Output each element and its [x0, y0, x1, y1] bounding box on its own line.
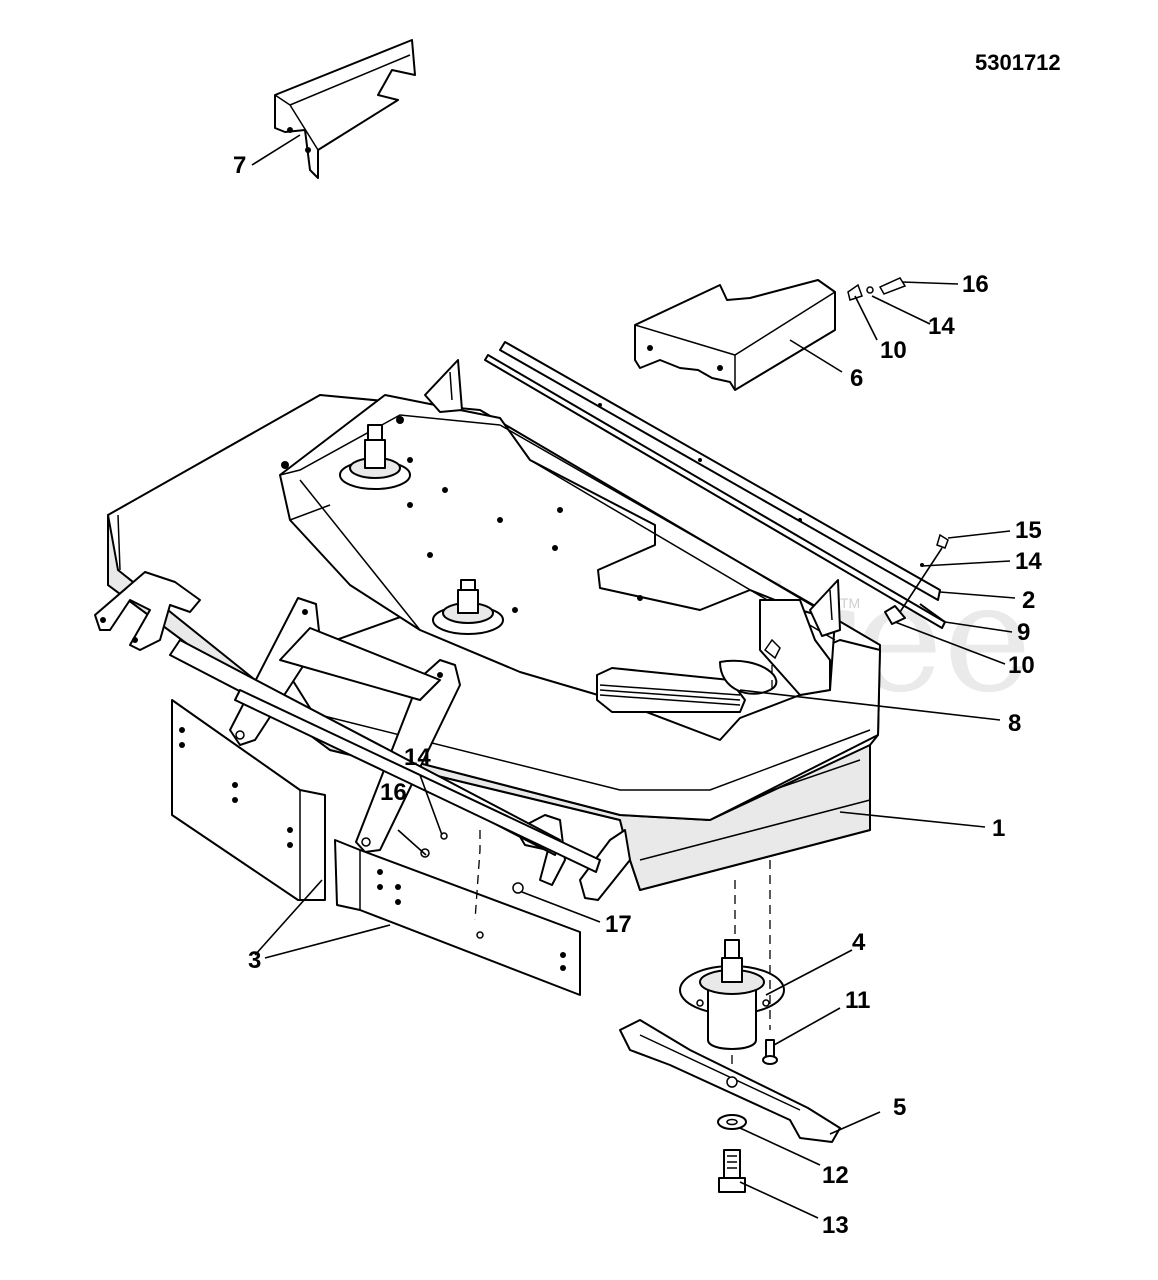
deck-lower-spindle-pulley [432, 579, 504, 635]
part-4-spindle-assembly[interactable] [679, 939, 785, 1050]
callout-13: 13 [822, 1212, 849, 1239]
callout-labels: 7 16 14 10 6 15 14 2 9 10 8 1 14 16 17 3… [233, 152, 1042, 1239]
part-5-mower-blade[interactable] [619, 1019, 841, 1143]
part-3-front-baffle-left[interactable] [171, 699, 326, 901]
watermark-tm: TM [840, 595, 860, 611]
callout-9: 9 [1017, 619, 1030, 646]
callout-leader-lines [251, 134, 1016, 1219]
callout-11: 11 [845, 987, 870, 1014]
part-12-blade-washer[interactable] [717, 1114, 747, 1130]
part-7-belt-shield-bracket[interactable] [274, 39, 416, 179]
callout-16-top: 16 [962, 271, 989, 298]
callout-12: 12 [822, 1162, 849, 1189]
deck-hardware-near-belt-guide [763, 638, 781, 690]
deck-left-hanger-bracket [94, 571, 201, 651]
callout-3: 3 [248, 947, 261, 974]
callout-14-top: 14 [928, 313, 955, 340]
callout-16-left: 16 [380, 779, 407, 806]
callout-14-left: 14 [404, 744, 431, 771]
part-2-baffle-bar[interactable] [484, 341, 946, 629]
callout-10-right: 10 [1008, 652, 1035, 679]
callout-8: 8 [1008, 710, 1021, 737]
callout-4: 4 [852, 929, 866, 956]
part-6-belt-cover[interactable] [634, 279, 836, 391]
diagram-reference-number: 5301712 [975, 50, 1061, 75]
part-13-blade-bolt[interactable] [718, 1149, 746, 1193]
part-8-belt-guide-pad[interactable] [596, 659, 778, 713]
callout-14-right: 14 [1015, 548, 1042, 575]
part-3-front-baffle-right[interactable] [334, 839, 581, 996]
front-cross-rod [169, 639, 601, 873]
deck-upper-spindle-pulley [339, 424, 411, 490]
part-11-spindle-bolt[interactable] [762, 1039, 778, 1065]
callout-17: 17 [605, 911, 632, 938]
right-baffle-hardware [884, 533, 949, 625]
callout-2: 2 [1022, 587, 1035, 614]
callout-5: 5 [893, 1094, 906, 1121]
callout-1: 1 [992, 815, 1005, 842]
callout-10-top: 10 [880, 337, 907, 364]
callout-6: 6 [850, 365, 863, 392]
belt-cover-hardware [847, 277, 907, 301]
deck-upright-tabs [424, 359, 841, 696]
callout-7: 7 [233, 152, 246, 179]
callout-15: 15 [1015, 517, 1042, 544]
